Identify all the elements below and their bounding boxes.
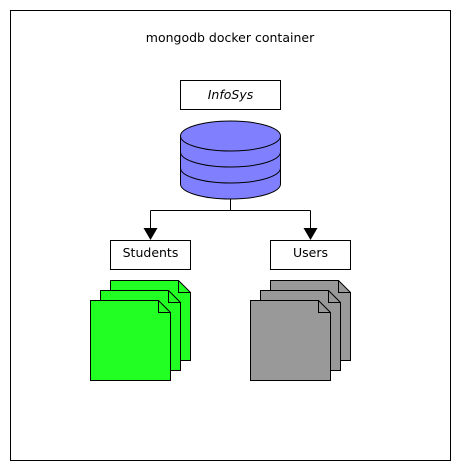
document-fold bbox=[168, 290, 181, 303]
container-title: mongodb docker container bbox=[146, 30, 315, 45]
arrow-head-users bbox=[303, 228, 318, 240]
collection-box-students bbox=[110, 240, 191, 270]
database-name: InfoSys bbox=[208, 87, 254, 102]
database-icon bbox=[180, 120, 281, 200]
database-name-box bbox=[180, 80, 281, 110]
document-page bbox=[90, 300, 171, 381]
collection-box-users bbox=[270, 240, 351, 270]
document-stack-users bbox=[250, 280, 351, 381]
collection-label-users: Users bbox=[293, 245, 328, 260]
container-frame bbox=[10, 10, 451, 461]
document-fold bbox=[338, 280, 351, 293]
document-fold bbox=[328, 290, 341, 303]
document-fold bbox=[158, 300, 171, 313]
document-fold bbox=[178, 280, 191, 293]
document-fold bbox=[318, 300, 331, 313]
connector-lines bbox=[150, 199, 311, 229]
document-page bbox=[250, 300, 331, 381]
document-stack-students bbox=[90, 280, 191, 381]
arrow-head-students bbox=[143, 228, 158, 240]
collection-label-students: Students bbox=[123, 245, 179, 260]
